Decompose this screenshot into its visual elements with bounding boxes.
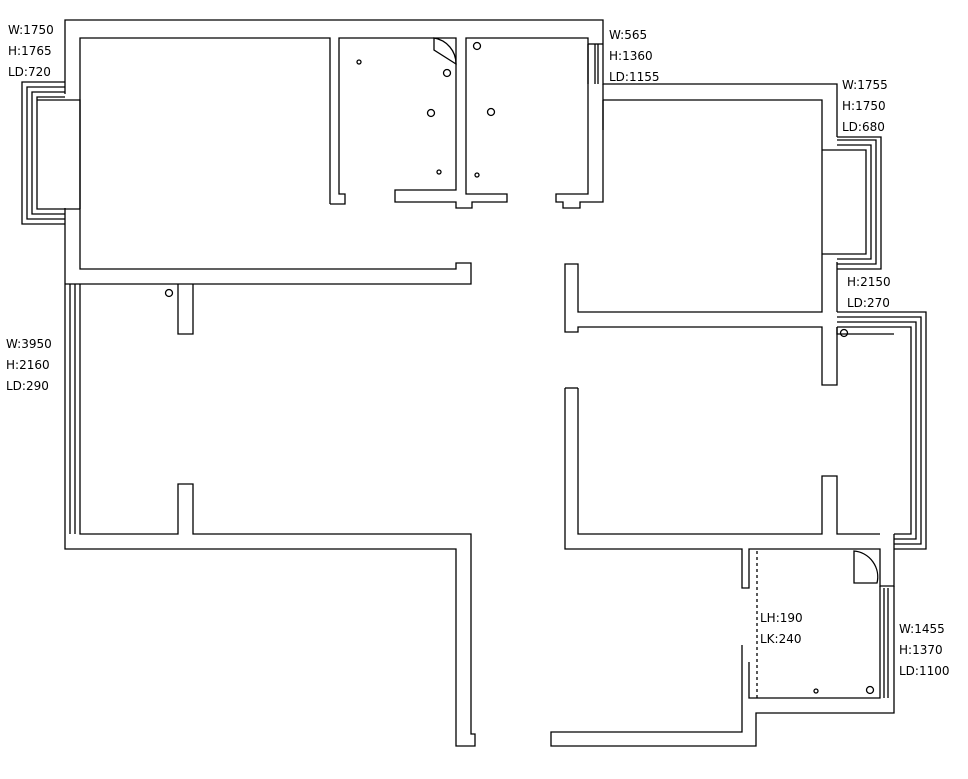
- room-right-upper-wall: [564, 99, 838, 386]
- window-right-upper-frame-3: [837, 139, 877, 265]
- label-window-right-upper: W:1755 H:1750 LD:680: [842, 75, 888, 138]
- label-window-left-long: W:3950 H:2160 LD:290: [6, 334, 52, 397]
- kitchen-inner: [748, 586, 881, 699]
- window-top-left-frame-2: [26, 86, 65, 220]
- outer-wall-top: [64, 19, 838, 137]
- label-window-bottom-right: W:1455 H:1370 LD:1100: [899, 619, 950, 682]
- label-window-right-middle: H:2150 LD:270: [847, 272, 891, 314]
- fixture-7: [474, 172, 480, 178]
- label-w: W:3950: [6, 337, 52, 351]
- label-ld: LD:1100: [899, 664, 950, 678]
- room-top-left-wall: [65, 37, 472, 285]
- label-w: W:1455: [899, 622, 945, 636]
- fixture-living: [164, 288, 174, 298]
- door-swing-bath-1: [433, 37, 457, 66]
- fixture-4: [436, 169, 442, 175]
- window-right-mid-frame-4: [837, 326, 912, 535]
- label-h: H:1370: [899, 643, 943, 657]
- fixture-3: [426, 108, 436, 118]
- label-h: H:1360: [609, 49, 653, 63]
- fixture-6: [486, 107, 496, 117]
- window-right-mid-frame-1: [837, 311, 927, 550]
- label-w: W:565: [609, 28, 648, 42]
- living-left-wall: [64, 284, 476, 747]
- window-right-mid-frame-3: [837, 321, 917, 540]
- window-right-mid-frame-2: [837, 316, 922, 545]
- fixture-2: [442, 68, 452, 78]
- fixture-kitchen-1: [813, 688, 819, 694]
- fixture-kitchen-2: [865, 685, 875, 695]
- room-right-mid-wall: [564, 388, 895, 589]
- window-top-left-sill: [37, 99, 81, 209]
- room-right-mid-right: [836, 327, 894, 335]
- label-h: H:2150: [847, 275, 891, 289]
- door-swing-kitchen: [853, 550, 879, 584]
- label-ld: LD:270: [847, 296, 890, 310]
- window-right-upper-frame-2: [837, 144, 872, 260]
- label-lk: LK:240: [760, 632, 802, 646]
- room-top-left-jamb: [330, 37, 604, 209]
- label-w: W:1750: [8, 23, 54, 37]
- label-ld: LD:680: [842, 120, 885, 134]
- kitchen-wall: [550, 586, 895, 747]
- living-partition: [177, 284, 194, 335]
- label-h: H:1750: [842, 99, 886, 113]
- label-w: W:1755: [842, 78, 888, 92]
- label-ld: LD:1155: [609, 70, 660, 84]
- room-right-mid-inner: [577, 388, 880, 535]
- label-kitchen-opening: LH:190 LK:240: [760, 608, 803, 650]
- label-window-top-middle: W:565 H:1360 LD:1155: [609, 25, 660, 88]
- label-ld: LD:290: [6, 379, 49, 393]
- window-right-upper-frame-1: [822, 149, 867, 255]
- label-h: H:1765: [8, 44, 52, 58]
- fixture-5: [472, 41, 482, 51]
- window-top-left-frame-1: [21, 81, 65, 225]
- label-lh: LH:190: [760, 611, 803, 625]
- label-ld: LD:720: [8, 65, 51, 79]
- window-right-upper-frame-4: [837, 136, 882, 270]
- window-top-left-frame-4: [36, 96, 80, 210]
- label-h: H:2160: [6, 358, 50, 372]
- fixture-1: [356, 59, 362, 65]
- label-window-top-left: W:1750 H:1765 LD:720: [8, 20, 54, 83]
- fixture-right-mid: [839, 328, 849, 338]
- window-top-left-frame-3: [31, 91, 65, 215]
